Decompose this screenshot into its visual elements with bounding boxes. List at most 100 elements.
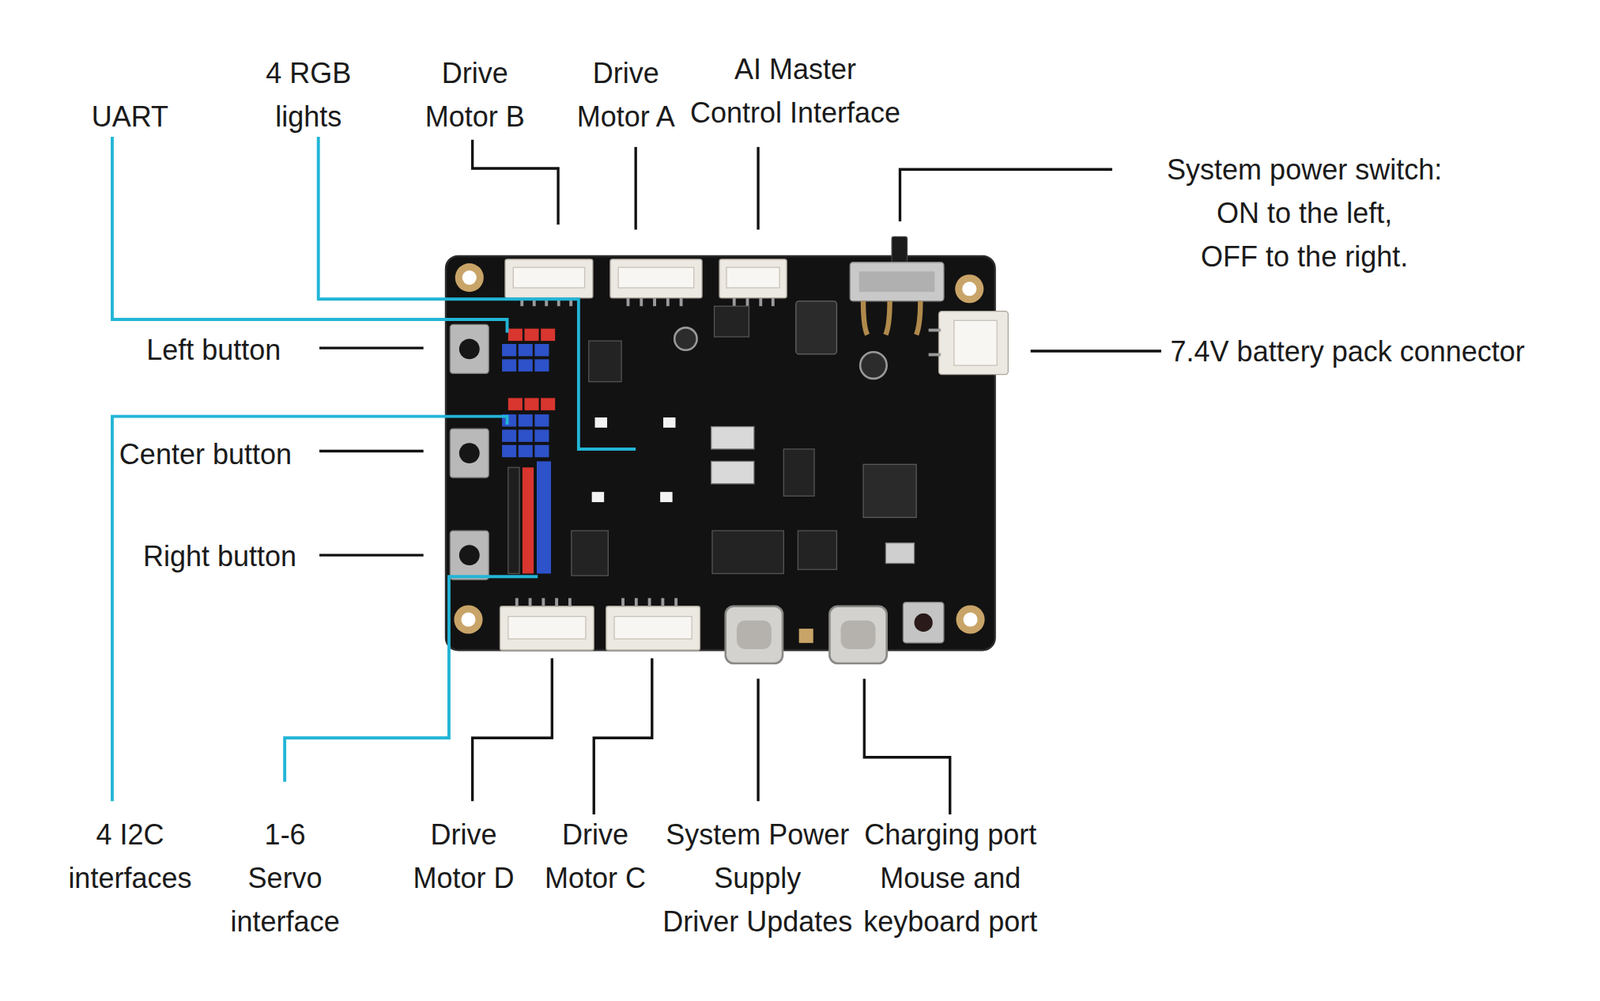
usb-c-port (829, 606, 887, 664)
callout-label: AI Master Control Interface (689, 47, 902, 135)
button-cap (459, 544, 480, 566)
chip (783, 449, 815, 496)
mounting-hole (460, 611, 476, 627)
leader-line (472, 139, 559, 225)
callout-label: Drive Motor C (543, 812, 647, 900)
callout-label: System Power Supply Driver Updates (661, 812, 853, 944)
reset-cap (914, 613, 933, 632)
button-body (449, 324, 489, 374)
leader-line (472, 658, 553, 802)
label-line: Driver Updates (661, 899, 853, 944)
switch-leads (863, 301, 921, 336)
mounting-holes (453, 263, 985, 634)
push-buttons (449, 324, 489, 580)
header-blue (536, 460, 551, 574)
header-red (508, 397, 523, 410)
rgb-led (660, 491, 672, 502)
label-line: Motor D (412, 856, 516, 900)
leader-lines (112, 136, 1162, 815)
pin-headers (501, 328, 555, 574)
black-leaders (319, 139, 1162, 815)
leader-line (756, 678, 759, 801)
test-pad (799, 628, 814, 643)
leader-line (864, 678, 950, 815)
usb-c-opening (841, 620, 876, 650)
header-blue (501, 343, 551, 574)
cyan-leaders (112, 136, 636, 801)
mounting-hole (462, 270, 477, 285)
jst-connector (505, 259, 593, 299)
connector-pins (541, 597, 545, 606)
connector-pins (679, 298, 684, 306)
leader-line (112, 136, 508, 333)
motor-connectors (499, 259, 787, 650)
label-line: Drive (424, 51, 526, 95)
header-blue (501, 358, 517, 371)
callout-label: 7.4V battery pack connector (1170, 329, 1527, 374)
connector-pins (771, 298, 775, 306)
connector-pins (626, 298, 631, 306)
battery-pin (928, 353, 941, 357)
header-blue (534, 429, 549, 442)
label-line: Left button (145, 328, 282, 372)
button-cap (459, 442, 480, 464)
connector-pins (634, 597, 638, 606)
button-body (449, 428, 489, 478)
label-line: lights (264, 94, 352, 139)
label-line: Motor C (543, 856, 647, 900)
label-line: Right button (142, 534, 298, 578)
connector-pins (758, 298, 763, 306)
switch-knob (891, 236, 907, 265)
usb-ports (725, 602, 944, 664)
diode (711, 426, 755, 450)
mounting-ring (453, 604, 483, 634)
connector-slot (726, 267, 780, 288)
chip (797, 530, 837, 570)
label-line: ON to the left, (1166, 191, 1443, 235)
capacitor (674, 327, 697, 350)
leader-line (756, 147, 759, 231)
inductor (796, 301, 838, 355)
chip (712, 530, 784, 574)
callout-label: Drive Motor D (412, 812, 516, 900)
driver-chip (588, 340, 622, 382)
mcu-chip (863, 464, 917, 517)
board-group (445, 236, 1008, 664)
connector-pins (648, 597, 652, 606)
power-switch (849, 236, 944, 335)
label-line: Servo (230, 856, 341, 900)
pcb-board (445, 256, 995, 650)
header-red (522, 467, 534, 574)
label-line: Motor B (424, 94, 526, 139)
usb-c-port (725, 606, 783, 664)
header-blue (534, 343, 549, 356)
label-line: 4 I2C (67, 812, 193, 857)
leader-line (319, 449, 424, 453)
diode (711, 460, 755, 484)
header-red (524, 328, 539, 341)
driver-chip (571, 530, 608, 576)
jst-connector (499, 606, 594, 651)
mounting-ring (955, 604, 985, 634)
label-line: Drive (412, 812, 516, 857)
reset-button (902, 602, 944, 644)
header-blue (534, 358, 549, 371)
capacitor (860, 351, 887, 379)
header-blue (518, 343, 533, 356)
callout-label: 1-6 Servo interface (230, 812, 341, 944)
mounting-hole (962, 281, 977, 296)
callout-label: 4 I2C interfaces (67, 812, 193, 900)
connector-pins (660, 597, 665, 606)
label-line: Motor A (576, 94, 676, 139)
battery-connector (928, 311, 1009, 375)
leader-line (1030, 349, 1162, 352)
label-line: Control Interface (689, 90, 902, 135)
rgb-led (592, 491, 604, 502)
connector-pins (568, 597, 572, 606)
switch-body (849, 262, 944, 302)
connector-pins (554, 597, 559, 606)
callout-label: Charging port Mouse and keyboard port (862, 812, 1038, 944)
leader-line (899, 169, 1112, 222)
connector-slot (614, 616, 692, 639)
